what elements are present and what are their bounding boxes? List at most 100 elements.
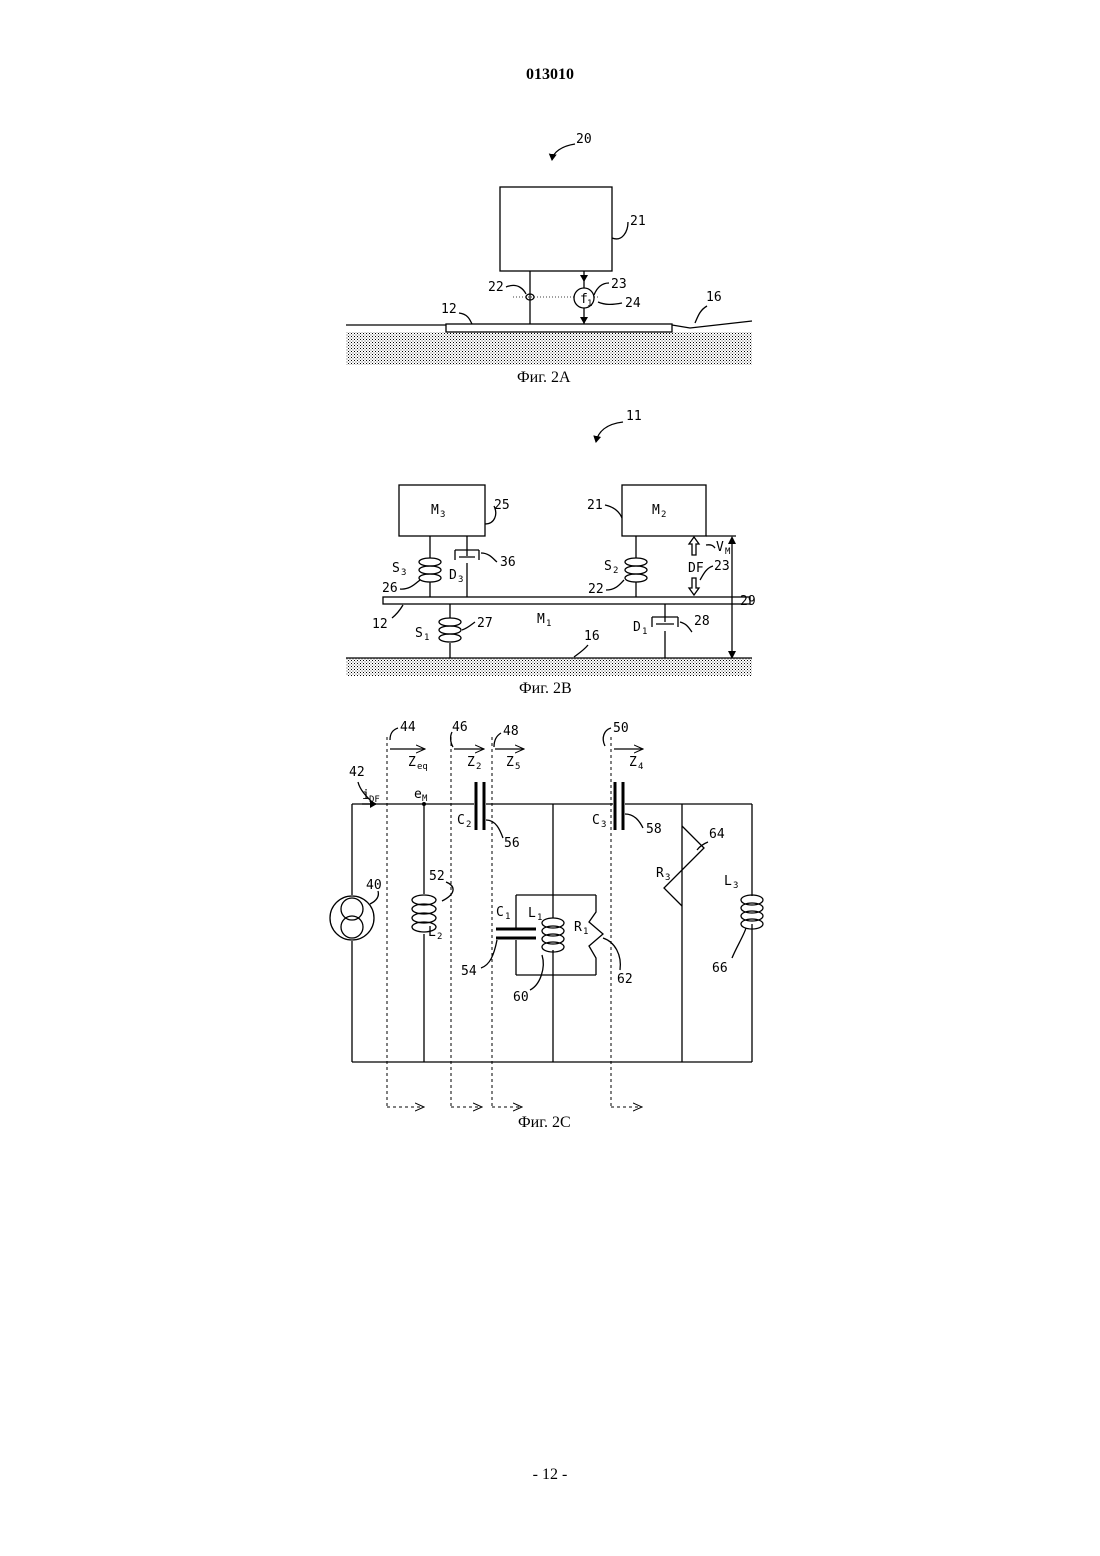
- resistor-r1: [589, 895, 603, 975]
- inductor-l1: [542, 918, 564, 952]
- label-m1: M: [537, 612, 545, 627]
- label-d1: D: [633, 620, 641, 635]
- label-z4: Z: [629, 755, 637, 770]
- ref-11: 11: [626, 409, 642, 424]
- leader-vm: [706, 545, 715, 548]
- leader-52: [442, 882, 453, 901]
- label-c3: C: [592, 813, 600, 828]
- pointer-arrow-20: [552, 144, 575, 160]
- label-z5: Z: [506, 755, 514, 770]
- leader-62: [603, 938, 620, 970]
- spring-s1: [439, 618, 461, 642]
- leader-54: [481, 940, 497, 968]
- label-r3: R: [656, 866, 664, 881]
- leader-23: [594, 283, 609, 295]
- ref-16: 16: [706, 290, 722, 305]
- capacitor-c2: [476, 782, 484, 830]
- ref-21: 21: [587, 498, 603, 513]
- caption-fig-2b: Фиг. 2В: [519, 680, 572, 697]
- caption-fig-2a: Фиг. 2А: [517, 369, 571, 386]
- leader-66: [732, 928, 746, 958]
- ref-48: 48: [503, 724, 519, 739]
- ref-52: 52: [429, 869, 445, 884]
- current-source-40: [330, 896, 374, 940]
- leader-21b: [605, 505, 622, 518]
- label-m3-sub: 3: [440, 510, 445, 520]
- label-d1-sub: 1: [642, 627, 647, 637]
- capacitor-c3: [615, 782, 623, 830]
- label-r1-sub: 1: [583, 927, 588, 937]
- leader-22: [506, 285, 526, 294]
- ref-54: 54: [461, 964, 477, 979]
- label-l1-sub: 1: [537, 913, 542, 923]
- label-idf-sub: DF: [369, 795, 380, 805]
- ref-26: 26: [382, 581, 398, 596]
- label-s3-sub: 3: [401, 568, 406, 578]
- figure-2a: 20 21 f 1 22 23 24 12 16 Фиг. 2А: [346, 132, 752, 386]
- label-c2: C: [457, 813, 465, 828]
- resistor-r3: [664, 826, 704, 906]
- label-l1: L: [528, 906, 536, 921]
- label-r1: R: [574, 920, 582, 935]
- capacitor-c1: [496, 929, 536, 938]
- leader-50: [603, 728, 611, 746]
- ref-44: 44: [400, 720, 416, 735]
- leader-36: [481, 553, 497, 562]
- ref-40: 40: [366, 878, 382, 893]
- label-z4-sub: 4: [638, 762, 643, 772]
- ref-21: 21: [630, 214, 646, 229]
- ref-58: 58: [646, 822, 662, 837]
- ref-23: 23: [714, 559, 730, 574]
- ref-22: 22: [488, 280, 504, 295]
- ref-20: 20: [576, 132, 592, 147]
- label-em: e: [414, 787, 422, 802]
- label-z5-sub: 5: [515, 762, 520, 772]
- leader-16: [695, 306, 707, 323]
- label-l3: L: [724, 874, 732, 889]
- label-d3-sub: 3: [458, 575, 463, 585]
- label-l3-sub: 3: [733, 881, 738, 891]
- ref-22: 22: [588, 582, 604, 597]
- ref-28: 28: [694, 614, 710, 629]
- label-r3-sub: 3: [665, 873, 670, 883]
- label-s2: S: [604, 559, 612, 574]
- leader-44: [390, 728, 398, 740]
- label-vm: V: [716, 540, 724, 555]
- leader-28: [680, 622, 692, 632]
- ref-66: 66: [712, 961, 728, 976]
- ref-62: 62: [617, 972, 633, 987]
- label-em-sub: M: [422, 794, 428, 804]
- label-c1-sub: 1: [505, 912, 510, 922]
- label-vm-sub: M: [725, 547, 731, 557]
- leader-58: [625, 814, 643, 828]
- label-s1: S: [415, 626, 423, 641]
- ref-16: 16: [584, 629, 600, 644]
- ref-24: 24: [625, 296, 641, 311]
- page-footer-number: - 12 -: [0, 1466, 1100, 1484]
- force-symbol-sub: 1: [587, 299, 592, 309]
- baseplate-m1: [383, 597, 750, 604]
- velocity-arrow-vm: [689, 537, 699, 555]
- ref-60: 60: [513, 990, 529, 1005]
- ref-46: 46: [452, 720, 468, 735]
- vibrator-mass-box: [500, 187, 612, 271]
- label-zeq: Z: [408, 755, 416, 770]
- leader-22b: [606, 580, 624, 590]
- inductor-l3: [741, 895, 763, 929]
- spring-s2: [625, 558, 647, 582]
- spring-s3: [419, 558, 441, 582]
- ref-12: 12: [441, 302, 457, 317]
- label-d3: D: [449, 568, 457, 583]
- leader-12: [459, 313, 472, 324]
- ref-12: 12: [372, 617, 388, 632]
- cut-line-z5: [492, 737, 522, 1107]
- label-m1-sub: 1: [546, 619, 551, 629]
- label-l2: L: [428, 925, 436, 940]
- leader-12b: [392, 605, 403, 618]
- pointer-arrow-11: [596, 422, 623, 442]
- label-z2-sub: 2: [476, 762, 481, 772]
- ref-23: 23: [611, 277, 627, 292]
- ref-27: 27: [477, 616, 493, 631]
- leader-21: [612, 222, 628, 239]
